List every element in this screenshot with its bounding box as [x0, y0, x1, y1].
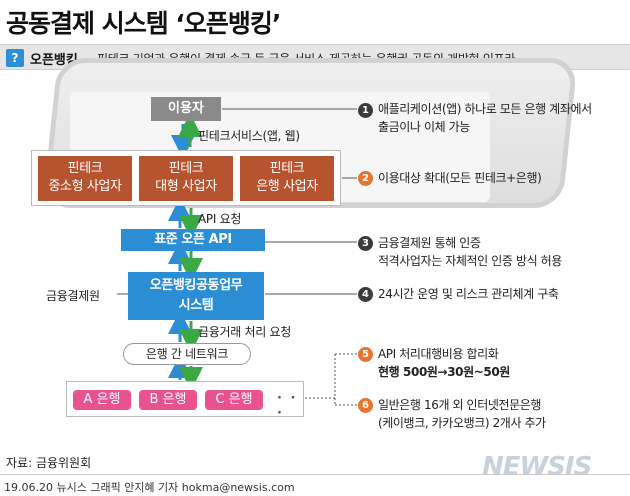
api-request-label: API 요청 [198, 212, 242, 226]
bank-b: B 은행 [139, 390, 197, 410]
fintech-small-line1: 핀테크 [67, 161, 103, 176]
fintech-large-line2: 대형 사업자 [155, 179, 217, 194]
fintech-small-line2: 중소형 사업자 [48, 179, 122, 194]
source-note: 자료: 금융위원회 [6, 456, 92, 470]
note-6-badge: 6 [358, 398, 373, 413]
note-3-line1: 금융결제원 통해 인증 [378, 236, 481, 250]
finance-request-label: 금융거래 처리 요청 [198, 325, 291, 339]
standard-open-api: 표준 오픈 API [121, 229, 265, 251]
fintech-group: 핀테크 중소형 사업자 핀테크 대형 사업자 핀테크 은행 사업자 [31, 150, 341, 206]
note-5-line1: API 처리대행비용 합리화 [378, 347, 499, 361]
fintech-small-medium: 핀테크 중소형 사업자 [38, 156, 132, 201]
system-line1: 오픈뱅킹공동업무 [149, 278, 243, 293]
bank-c: C 은행 [205, 390, 263, 410]
fintech-bank: 핀테크 은행 사업자 [240, 156, 334, 201]
fintech-large: 핀테크 대형 사업자 [139, 156, 233, 201]
note-5-badge: 5 [358, 347, 373, 362]
more-banks-ellipsis: · · · [277, 391, 298, 421]
note-1-line2: 출금이나 이체 가능 [378, 120, 470, 134]
credit-line: 19.06.20 뉴시스 그래픽 안지혜 기자 hokma@newsis.com [4, 481, 295, 494]
note-5-line2: 현행 500원→30원~50원 [378, 365, 510, 379]
kftc-label: 금융결제원 [46, 289, 100, 303]
note-5: API 처리대행비용 합리화 현행 500원→30원~50원 [378, 345, 510, 381]
fintech-bank-line1: 핀테크 [269, 161, 305, 176]
note-1: 애플리케이션(앱) 하나로 모든 은행 계좌에서 출금이나 이체 가능 [378, 100, 592, 136]
bank-a: A 은행 [73, 390, 131, 410]
fintech-service-label: 핀테크서비스(앱, 웹) [198, 129, 300, 143]
note-6-line2: (케이뱅크, 카카오뱅크) 2개사 추가 [378, 416, 546, 430]
interbank-network: 은행 간 네트워크 [123, 343, 251, 365]
note-2-line1: 이용대상 확대(모든 핀테크+은행) [378, 171, 542, 185]
user-node: 이용자 [151, 97, 221, 121]
note-6-line1: 일반은행 16개 외 인터넷전문은행 [378, 398, 542, 412]
note-3-badge: 3 [358, 236, 373, 251]
note-3-line2: 적격사업자는 자체적인 인증 방식 허용 [378, 254, 562, 268]
open-banking-system: 오픈뱅킹공동업무 시스템 [128, 272, 264, 320]
page-title: 공동결제 시스템 ‘오픈뱅킹’ [6, 9, 281, 38]
note-2: 이용대상 확대(모든 핀테크+은행) [378, 169, 542, 187]
note-4-badge: 4 [358, 287, 373, 302]
note-3: 금융결제원 통해 인증 적격사업자는 자체적인 인증 방식 허용 [378, 234, 562, 270]
footer: 19.06.20 뉴시스 그래픽 안지혜 기자 hokma@newsis.com [0, 474, 630, 496]
note-6: 일반은행 16개 외 인터넷전문은행 (케이뱅크, 카카오뱅크) 2개사 추가 [378, 396, 546, 432]
banks-group: A 은행 B 은행 C 은행 · · · [66, 381, 304, 421]
note-2-badge: 2 [358, 171, 373, 186]
question-icon: ? [6, 49, 24, 67]
fintech-large-line1: 핀테크 [168, 161, 204, 176]
note-4-line1: 24시간 운영 및 리스크 관리체계 구축 [378, 287, 559, 301]
note-1-line1: 애플리케이션(앱) 하나로 모든 은행 계좌에서 [378, 102, 592, 116]
newsis-logo: NEWSIS [482, 452, 592, 482]
note-1-badge: 1 [358, 103, 373, 118]
system-line2: 시스템 [178, 298, 214, 313]
fintech-bank-line2: 은행 사업자 [256, 179, 318, 194]
note-4: 24시간 운영 및 리스크 관리체계 구축 [378, 285, 559, 303]
